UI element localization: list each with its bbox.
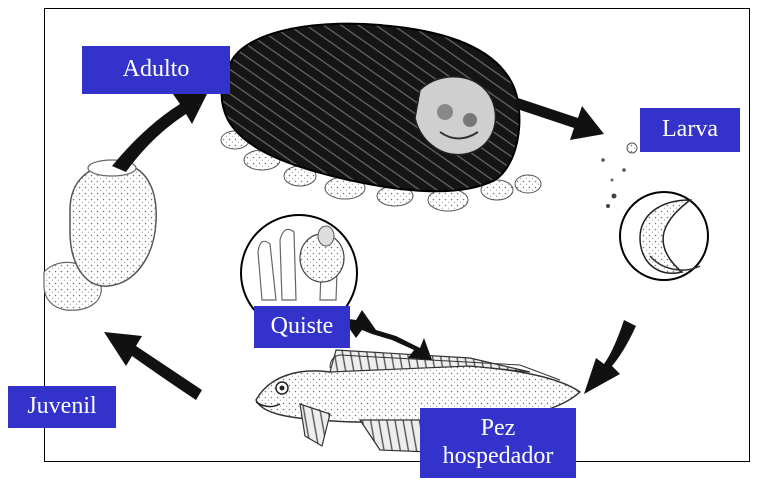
stage-label-cyst-text: Quiste	[271, 313, 334, 341]
arrow-host-to-juvenile	[104, 332, 202, 400]
stage-label-adult: Adulto	[82, 46, 230, 94]
adult-mussel-drawing	[221, 24, 541, 211]
stage-label-host-fish-line1: Pez	[481, 415, 516, 443]
stage-label-cyst: Quiste	[254, 306, 350, 348]
stage-label-host-fish-line2: hospedador	[443, 443, 554, 471]
stage-label-juvenile-text: Juvenil	[27, 393, 96, 421]
juvenile-drawing	[44, 160, 156, 310]
stage-label-larva-text: Larva	[662, 116, 718, 144]
arrow-larva-to-host	[584, 320, 636, 394]
stage-label-juvenile: Juvenil	[8, 386, 116, 428]
stage-label-adult-text: Adulto	[123, 56, 190, 84]
arrow-juvenile-to-adult	[112, 92, 208, 172]
stage-label-host-fish: Pez hospedador	[420, 408, 576, 478]
stage-label-larva: Larva	[640, 108, 740, 152]
arrow-adult-to-larva	[514, 98, 604, 140]
larva-drawing	[601, 143, 708, 280]
